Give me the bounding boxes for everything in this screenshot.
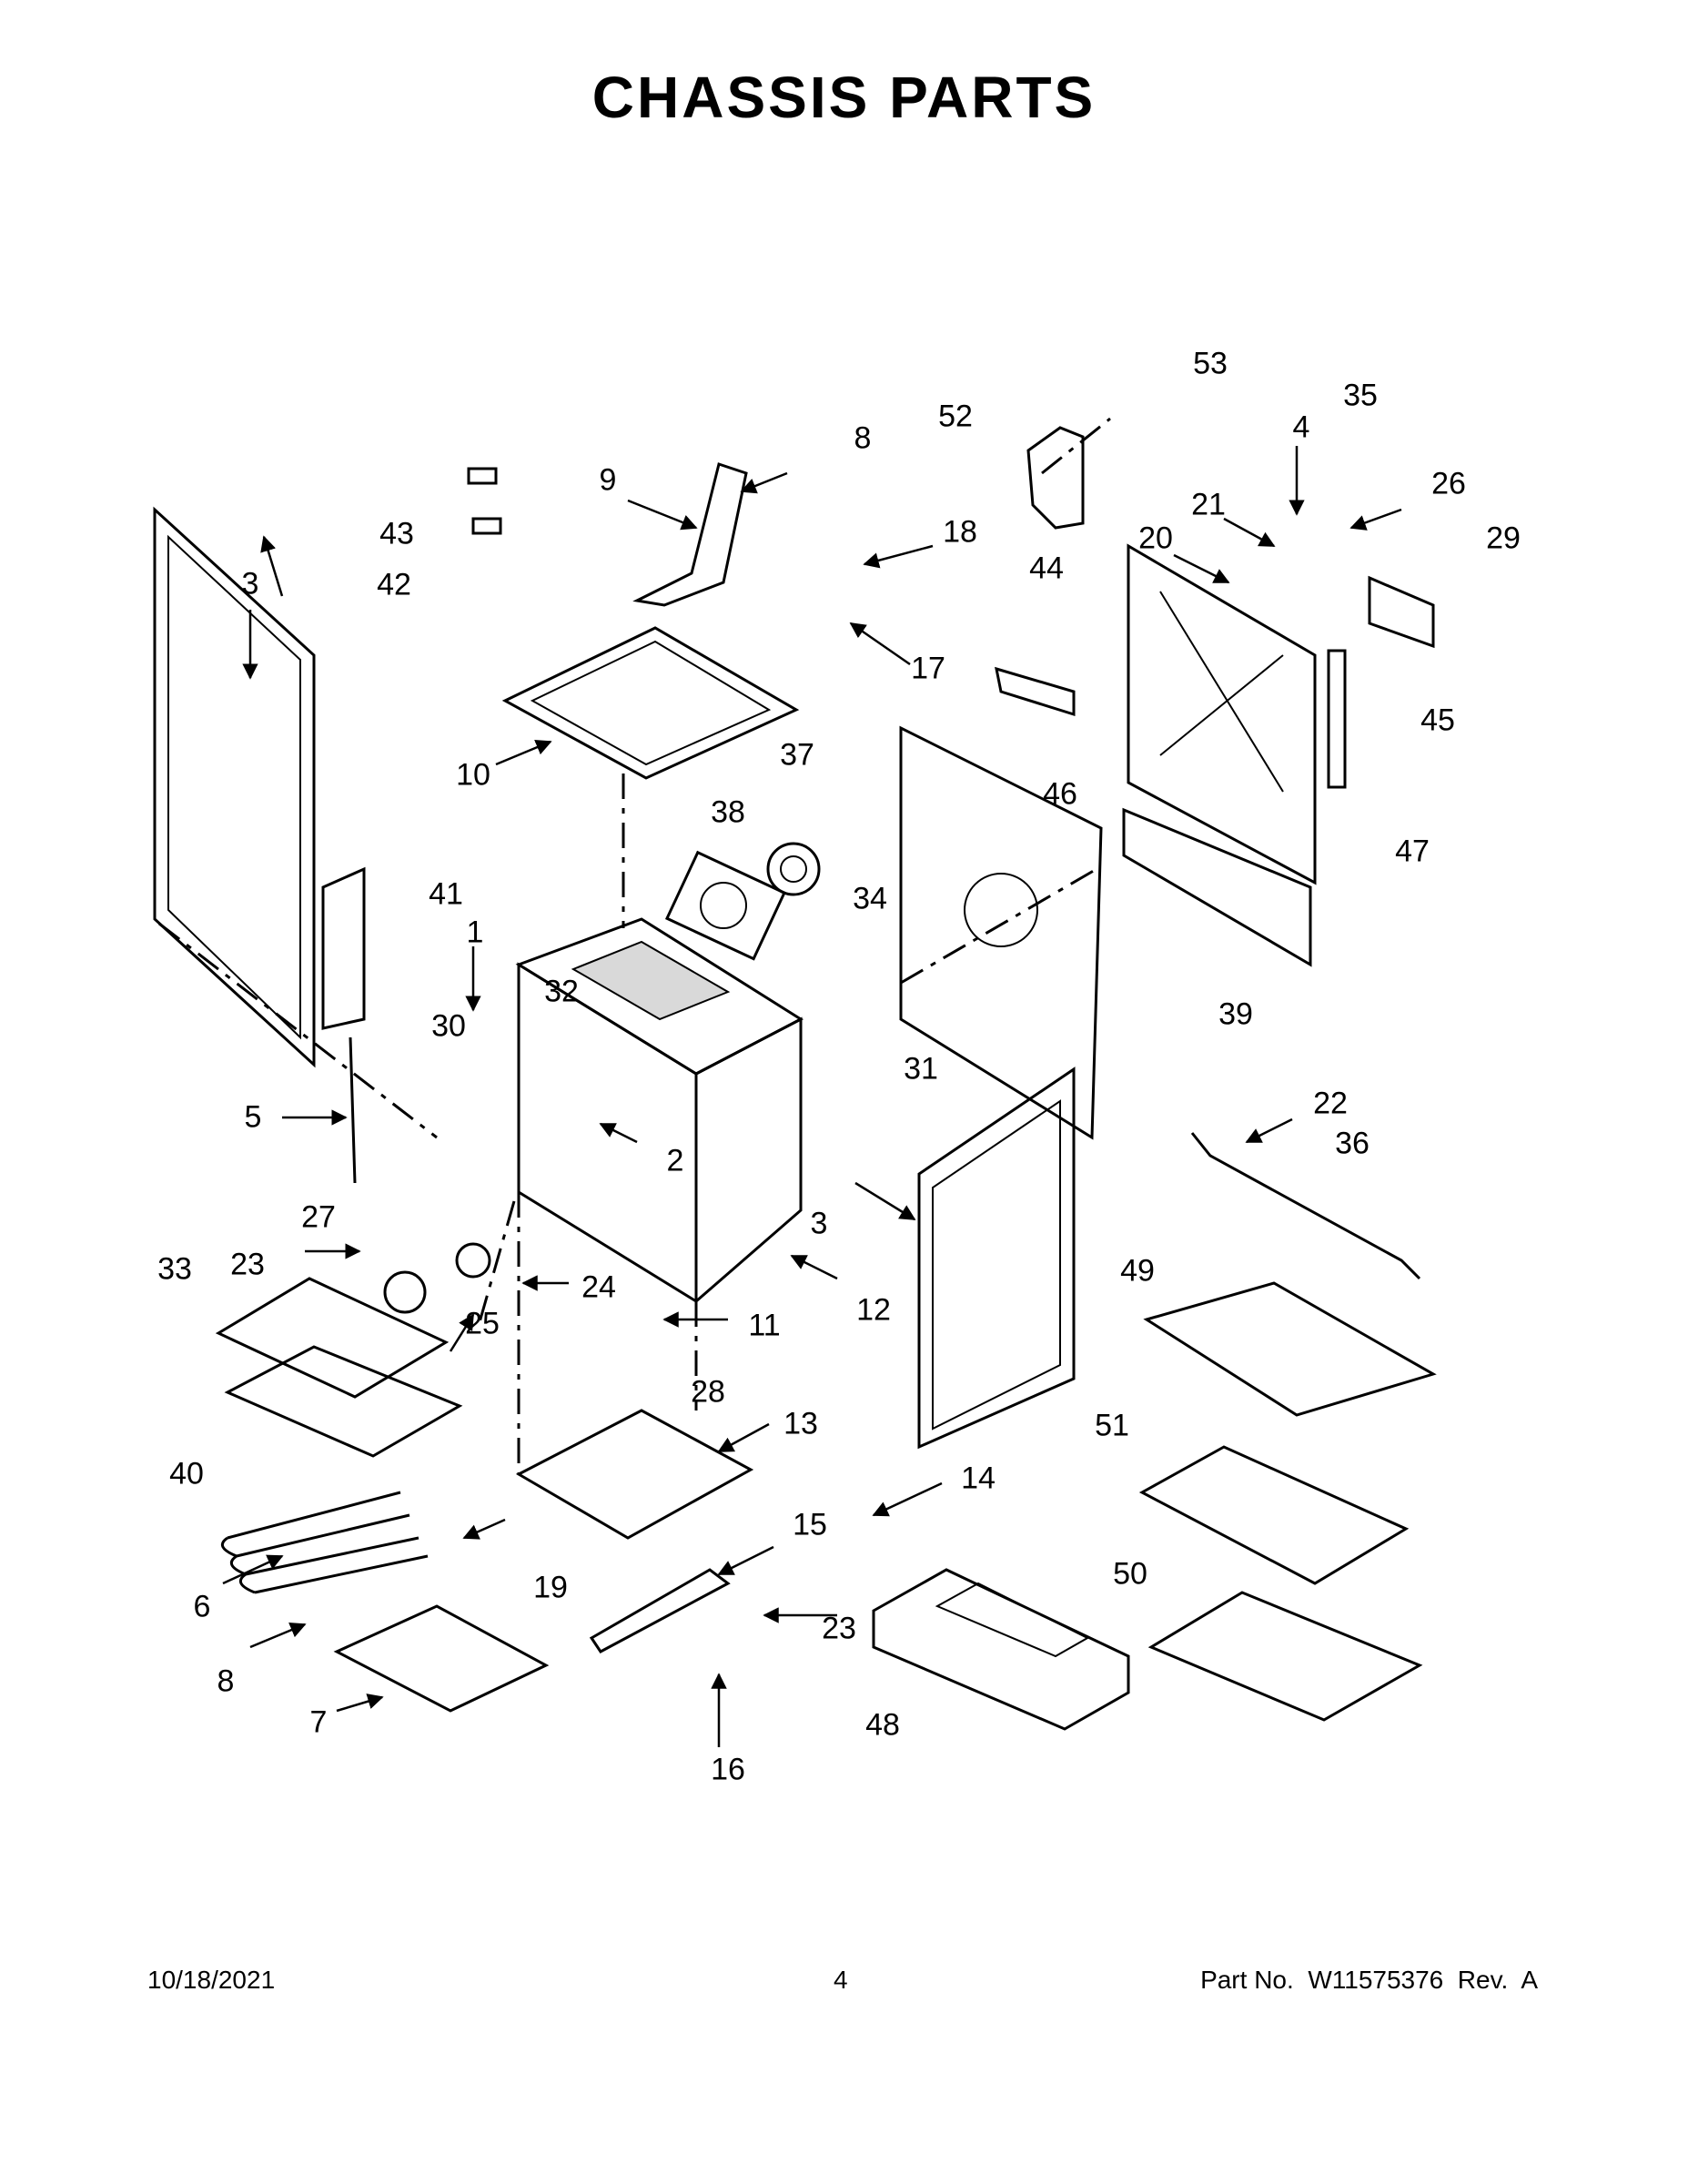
front-rail-41 [321, 866, 366, 1030]
callout-42: 42 [377, 567, 411, 602]
oven-rack-50 [1147, 1591, 1423, 1722]
callout-7: 7 [309, 1704, 328, 1740]
callout-10: 10 [456, 757, 490, 793]
callout-51: 51 [1095, 1408, 1129, 1443]
callout-2: 2 [666, 1143, 684, 1178]
callout-40: 40 [169, 1456, 204, 1491]
callout-4: 4 [1292, 410, 1310, 445]
callout-16: 16 [711, 1752, 745, 1787]
side-panel-right [917, 1067, 1076, 1450]
bottom-panel [515, 1409, 754, 1540]
fan-blade-37 [766, 842, 821, 896]
callout-24: 24 [581, 1269, 616, 1305]
callout-14: 14 [961, 1461, 996, 1496]
callout-46: 46 [1043, 776, 1077, 812]
callout-21: 21 [1191, 487, 1226, 522]
callout-36: 36 [1335, 1126, 1370, 1161]
diagram-title: CHASSIS PARTS [591, 65, 1097, 130]
callout-32: 32 [544, 974, 579, 1009]
wire-harness [1190, 1132, 1421, 1280]
footer-page-number: 4 [834, 1966, 848, 1994]
callout-12: 12 [856, 1292, 891, 1328]
callout-9: 9 [599, 462, 617, 498]
callout-50: 50 [1113, 1556, 1147, 1592]
bracket-52 [1026, 426, 1085, 530]
callout-5: 5 [244, 1099, 262, 1135]
callout-27: 27 [301, 1199, 336, 1235]
plate-44 [995, 666, 1076, 717]
callout-48: 48 [865, 1707, 900, 1743]
callout-3b: 3 [810, 1206, 828, 1241]
callout-43: 43 [379, 516, 414, 551]
callout-22: 22 [1313, 1086, 1348, 1121]
callout-19: 19 [533, 1570, 568, 1605]
callout-23: 23 [230, 1247, 265, 1282]
callout-38: 38 [711, 794, 745, 830]
top-panel [501, 626, 800, 780]
storage-drawer [872, 1568, 1130, 1731]
oven-rack-51 [1138, 1445, 1410, 1585]
callout-26: 26 [1431, 466, 1466, 501]
oven-cavity [515, 917, 804, 1305]
callout-30: 30 [431, 1008, 466, 1044]
callout-17: 17 [911, 651, 945, 686]
callout-20: 20 [1138, 521, 1173, 556]
plate-29 [1368, 575, 1435, 649]
top-brace [632, 462, 748, 607]
callout-23b: 23 [822, 1611, 856, 1646]
leader-arrows [222, 446, 1402, 1747]
bracket-15 [589, 1568, 731, 1653]
rod-5 [349, 1036, 357, 1184]
callout-47: 47 [1395, 834, 1430, 869]
callout-35: 35 [1343, 378, 1378, 413]
callout-44: 44 [1029, 551, 1064, 586]
callout-41: 41 [429, 876, 463, 912]
footer-date: 10/18/2021 [147, 1966, 276, 1994]
callout-28: 28 [691, 1374, 725, 1410]
oven-rack-49 [1143, 1281, 1437, 1417]
callout-53: 53 [1193, 346, 1228, 381]
callout-33: 33 [157, 1251, 192, 1287]
callout-3: 3 [241, 566, 259, 602]
callout-6: 6 [193, 1589, 211, 1624]
callout-49: 49 [1120, 1253, 1155, 1289]
broil-tray [333, 1604, 550, 1713]
callout-25: 25 [465, 1306, 500, 1341]
callout-52: 52 [938, 399, 973, 434]
bake-element [220, 1491, 429, 1594]
callout-8b: 8 [854, 420, 872, 456]
hinge-43 [467, 467, 502, 535]
callout-13: 13 [783, 1406, 818, 1441]
drawer-tray [215, 1277, 463, 1458]
callout-8: 8 [217, 1663, 235, 1699]
side-panel-left [153, 506, 316, 1068]
vent-panel [1122, 807, 1312, 967]
callout-15: 15 [793, 1507, 827, 1542]
callout-11: 11 [748, 1308, 781, 1343]
callout-1: 1 [466, 915, 484, 950]
rear-panel [899, 725, 1103, 1140]
callout-45: 45 [1420, 703, 1455, 738]
side-rail-45 [1327, 649, 1347, 789]
footer-part-number: Part No. W11575376 Rev. A [1200, 1966, 1538, 1994]
callout-18: 18 [943, 514, 977, 550]
callout-37: 37 [780, 737, 814, 773]
knob-25 [383, 1242, 491, 1314]
back-frame [1127, 543, 1317, 885]
callout-29: 29 [1486, 521, 1521, 556]
callout-34: 34 [853, 881, 887, 916]
convection-fan-38 [664, 850, 786, 961]
callout-31: 31 [904, 1051, 938, 1087]
callout-39: 39 [1218, 996, 1253, 1032]
